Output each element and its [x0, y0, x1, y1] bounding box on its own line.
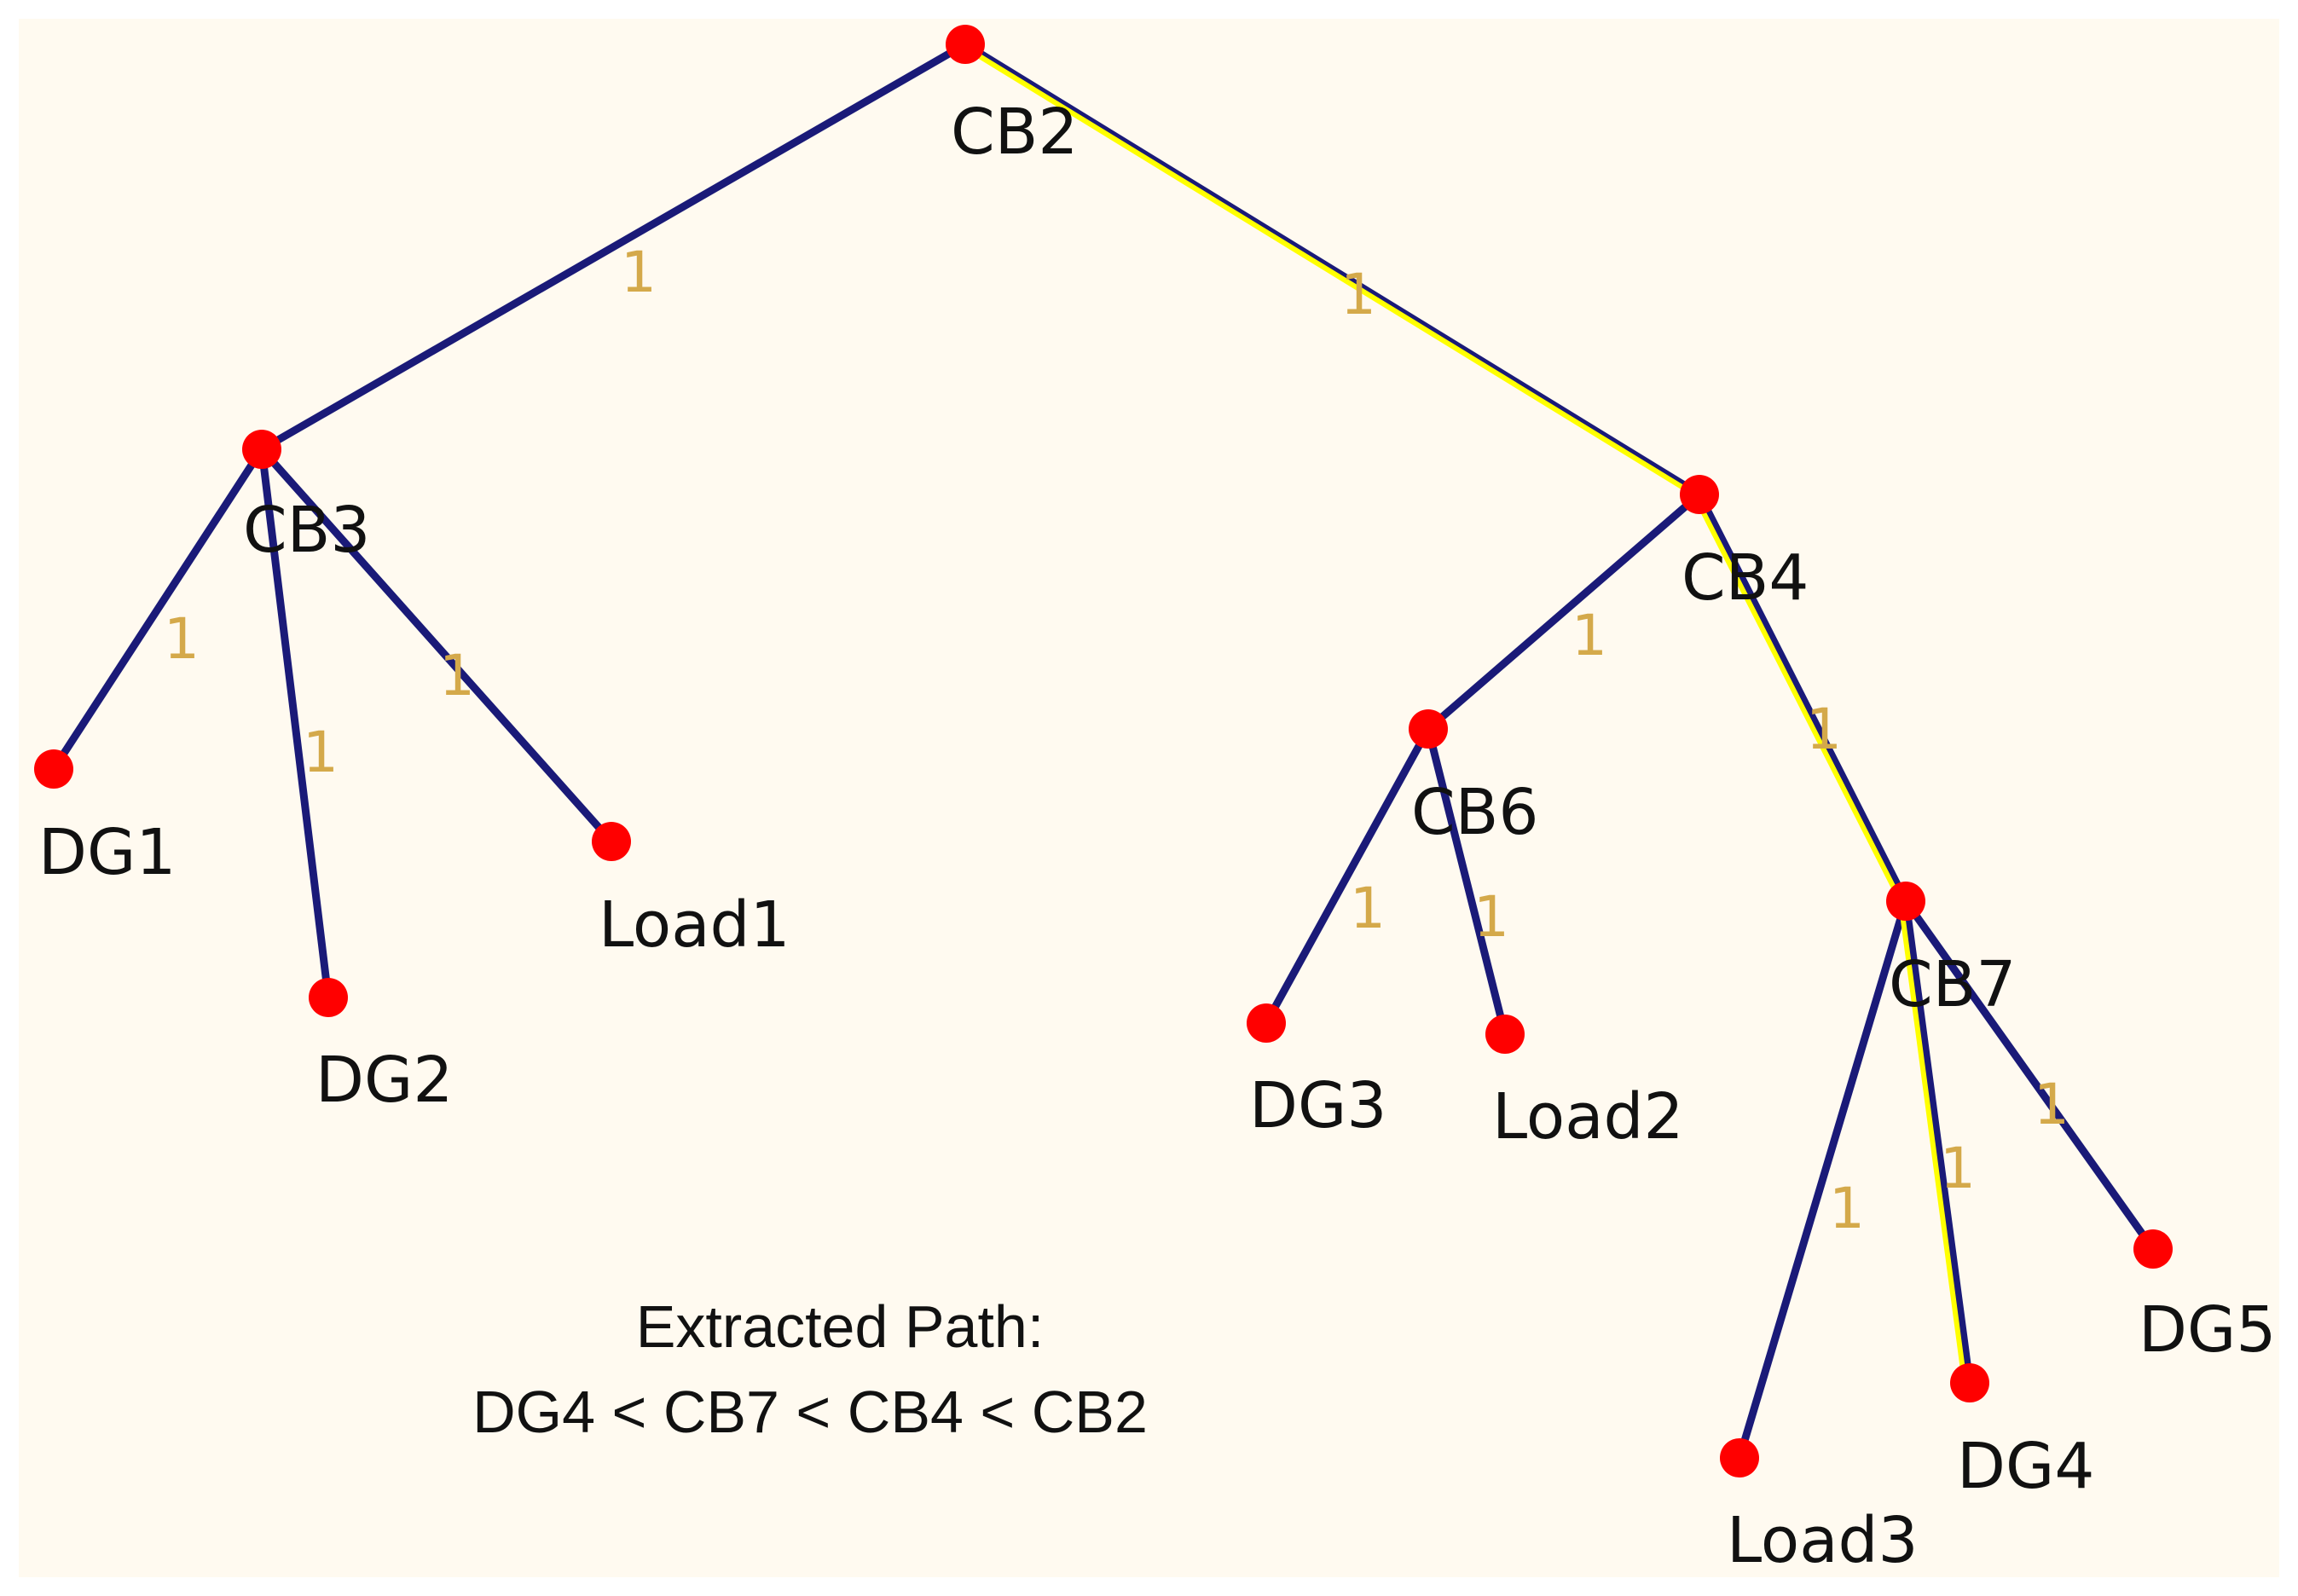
node-cb2	[946, 25, 985, 64]
node-dg4	[1950, 1363, 1989, 1402]
edge-cb7-load3	[1735, 897, 1910, 1462]
node-dg2	[309, 978, 348, 1017]
node-cb3	[242, 430, 281, 469]
node-label-cb6: CB6	[1411, 776, 1539, 849]
node-cb7	[1886, 882, 1925, 921]
edge-cb2-cb4	[961, 40, 1704, 499]
edge-weight-cb2-cb3: 1	[621, 240, 657, 305]
edge-weight-cb2-cb4: 1	[1340, 262, 1376, 327]
node-label-dg1: DG1	[38, 816, 176, 889]
node-load3	[1720, 1438, 1759, 1477]
edge-weight-cb6-dg3: 1	[1350, 876, 1386, 941]
highlighted-path-layer	[958, 42, 1967, 1385]
extracted-path-caption: Extracted Path: DG4 < CB7 < CB4 < CB2	[472, 1293, 1148, 1445]
edge-cb2-cb3	[258, 40, 970, 454]
edge-weight-cb3-dg1: 1	[164, 606, 200, 672]
node-label-load1: Load1	[599, 888, 790, 962]
edge-cb4-cb6	[1424, 490, 1704, 733]
caption-path: DG4 < CB7 < CB4 < CB2	[472, 1379, 1148, 1445]
node-label-dg4: DG4	[1957, 1430, 2094, 1503]
node-dg5	[2133, 1229, 2173, 1269]
node-label-dg3: DG3	[1249, 1069, 1386, 1142]
edge-weight-cb7-load3: 1	[1829, 1176, 1865, 1241]
node-load2	[1485, 1015, 1525, 1054]
node-dg1	[34, 749, 73, 789]
node-dg3	[1247, 1003, 1286, 1043]
edge-cb3-load1	[258, 445, 616, 846]
highlight-cb7-dg4	[1898, 899, 1967, 1385]
edge-cb7-dg4	[1901, 897, 1974, 1387]
node-cb6	[1409, 709, 1448, 749]
edge-weight-cb7-dg5: 1	[2034, 1072, 2069, 1137]
diagram-background	[19, 19, 2279, 1577]
edge-weight-cb3-load1: 1	[439, 643, 475, 708]
node-cb4	[1680, 475, 1719, 514]
edge-cb3-dg2	[258, 445, 333, 1002]
caption-title: Extracted Path:	[636, 1293, 1045, 1360]
edge-weight-cb3-dg2: 1	[303, 720, 339, 785]
edges-layer	[49, 40, 2157, 1462]
node-label-cb3: CB3	[243, 494, 371, 567]
edge-cb7-dg5	[1901, 897, 2157, 1253]
node-label-load2: Load2	[1492, 1080, 1684, 1154]
edge-cb3-dg1	[49, 445, 266, 773]
node-label-dg2: DG2	[315, 1044, 453, 1117]
highlight-cb4-cb7	[1692, 492, 1903, 904]
node-label-dg5: DG5	[2139, 1293, 2276, 1367]
edge-weight-cb7-dg4: 1	[1940, 1136, 1976, 1201]
node-load1	[592, 822, 631, 861]
edge-weight-cb4-cb7: 1	[1806, 697, 1842, 762]
edge-weight-cb6-load2: 1	[1473, 884, 1509, 950]
edge-weight-cb4-cb6: 1	[1572, 603, 1607, 668]
edge-cb6-load2	[1424, 725, 1509, 1038]
node-label-cb7: CB7	[1889, 948, 2017, 1021]
node-label-cb2: CB2	[951, 95, 1079, 169]
highlight-cb2-cb4	[958, 42, 1697, 497]
node-label-cb4: CB4	[1682, 541, 1809, 615]
edge-cb4-cb7	[1695, 490, 1910, 905]
nodes-layer	[34, 25, 2173, 1477]
node-label-load3: Load3	[1727, 1504, 1919, 1577]
edge-cb6-dg3	[1262, 725, 1433, 1027]
